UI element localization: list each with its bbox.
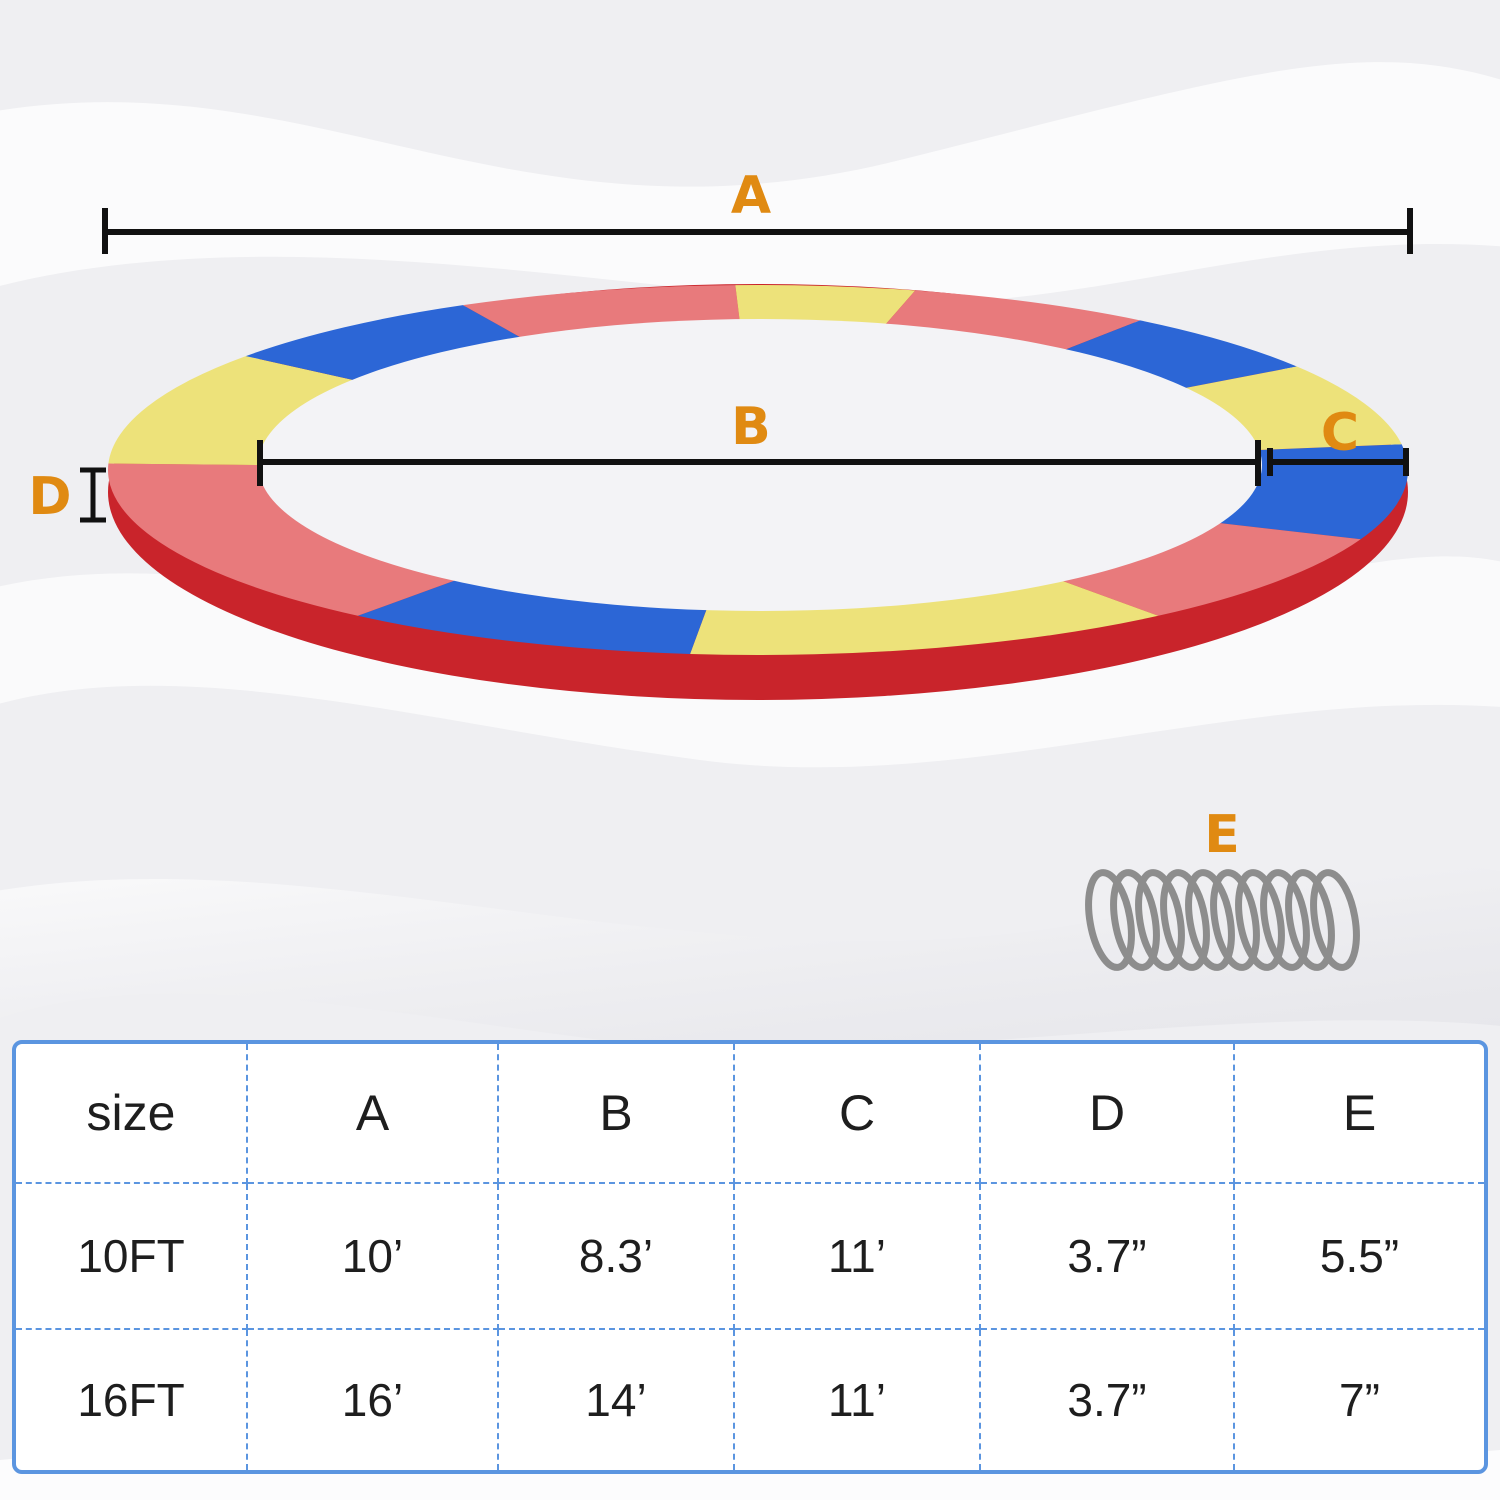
dimension-b (257, 440, 1261, 486)
spring-coil (1210, 869, 1260, 971)
label-a: A (731, 166, 771, 226)
cell-c: 11’ (735, 1330, 981, 1470)
header-size: size (16, 1044, 248, 1184)
table-row: 16FT 16’ 14’ 11’ 3.7” 7” (16, 1330, 1484, 1470)
cell-e: 5.5” (1235, 1184, 1484, 1330)
size-table: size A B C D E 10FT 10’ 8.3’ 11’ 3.7” 5.… (12, 1040, 1488, 1474)
label-b: B (731, 397, 771, 457)
cell-d: 3.7” (981, 1330, 1235, 1470)
header-e: E (1235, 1044, 1484, 1184)
spring-coil (1160, 869, 1210, 971)
cell-size: 10FT (16, 1184, 248, 1330)
cell-size: 16FT (16, 1330, 248, 1470)
spring-coil (1110, 869, 1160, 971)
spring-icon (1085, 869, 1360, 971)
label-e: E (1204, 805, 1240, 865)
header-a: A (248, 1044, 499, 1184)
cell-e: 7” (1339, 1374, 1380, 1426)
header-c: C (735, 1044, 981, 1184)
cell-c: 11’ (735, 1184, 981, 1330)
table-row: 10FT 10’ 8.3’ 11’ 3.7” 5.5” (16, 1184, 1484, 1330)
cell-b: 14’ (499, 1330, 735, 1470)
spring-coil (1260, 869, 1310, 971)
cell-a: 16’ (248, 1330, 499, 1470)
cell-d: 3.7” (981, 1184, 1235, 1330)
label-c: C (1321, 403, 1359, 463)
dimension-d (80, 467, 106, 523)
trampoline-pad-diagram: A B C D E (28, 166, 1413, 971)
spring-coil (1285, 869, 1335, 971)
dimension-c (1267, 448, 1409, 476)
header-b: B (499, 1044, 735, 1184)
spring-coil (1085, 869, 1135, 971)
spring-coil (1310, 869, 1360, 971)
spring-coil (1235, 869, 1285, 971)
label-d: D (28, 467, 71, 527)
cell-a: 10’ (248, 1184, 499, 1330)
dimension-a (102, 208, 1413, 254)
table-header-row: size A B C D E (16, 1044, 1484, 1184)
spring-coil (1135, 869, 1185, 971)
spring-coil (1185, 869, 1235, 971)
header-d: D (981, 1044, 1235, 1184)
cell-b: 8.3’ (499, 1184, 735, 1330)
